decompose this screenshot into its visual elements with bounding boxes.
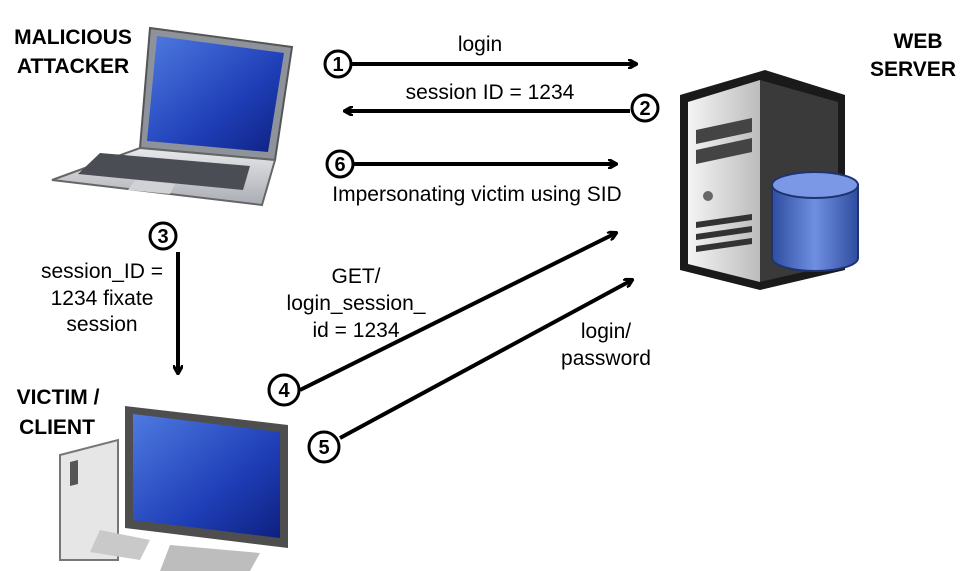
desktop-computer-icon bbox=[59, 406, 288, 571]
step-1-label: login bbox=[458, 33, 502, 56]
attacker-label-line1: MALICIOUS bbox=[14, 26, 132, 49]
server-label-line1: WEB bbox=[894, 30, 943, 53]
step-2-badge: 2 bbox=[630, 93, 660, 123]
step-2-number: 2 bbox=[639, 98, 650, 120]
step-1-badge: 1 bbox=[323, 49, 353, 79]
step-5-badge: 5 bbox=[307, 430, 341, 464]
step-5-number: 5 bbox=[318, 437, 329, 459]
victim-label-line2: CLIENT bbox=[19, 416, 95, 439]
attacker-label-line2: ATTACKER bbox=[17, 55, 129, 78]
database-icon bbox=[771, 171, 859, 272]
step-6-badge: 6 bbox=[325, 149, 355, 179]
laptop-icon bbox=[51, 26, 294, 207]
step-3-label-line2: 1234 fixate bbox=[51, 287, 154, 310]
step-5-label-line1: login/ bbox=[581, 320, 631, 343]
step-3-label-line3: session bbox=[66, 313, 137, 336]
step-4-badge: 4 bbox=[267, 373, 301, 407]
step-5-label-line2: password bbox=[561, 347, 651, 370]
step-6-number: 6 bbox=[334, 154, 345, 176]
step-4-label-line3: id = 1234 bbox=[313, 319, 400, 342]
step-4-label-line1: GET/ bbox=[331, 265, 380, 288]
victim-label-line1: VICTIM / bbox=[17, 386, 100, 409]
step-2-label: session ID = 1234 bbox=[406, 81, 575, 104]
step-3-badge: 3 bbox=[148, 221, 178, 251]
arrow-step-4 bbox=[299, 233, 616, 392]
step-4-label-line2: login_session_ bbox=[287, 292, 426, 315]
server-label-line2: SERVER bbox=[870, 58, 956, 81]
step-1-number: 1 bbox=[332, 54, 343, 76]
step-3-label-line1: session_ID = bbox=[41, 260, 163, 283]
arrow-step-5 bbox=[339, 280, 632, 440]
step-4-number: 4 bbox=[278, 380, 290, 402]
step-6-label: Impersonating victim using SID bbox=[332, 183, 621, 206]
step-3-number: 3 bbox=[157, 226, 168, 248]
